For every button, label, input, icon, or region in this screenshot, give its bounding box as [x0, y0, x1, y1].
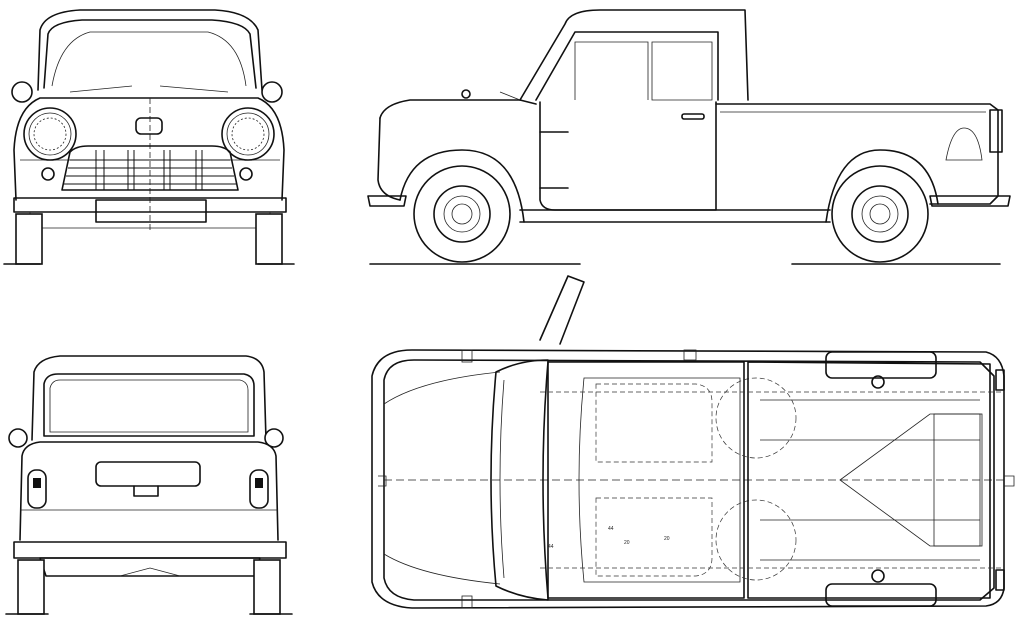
grille — [61, 145, 239, 191]
top-tail-lamp-left — [995, 569, 1005, 591]
rear-mirror-left — [8, 428, 28, 448]
side-view — [367, 9, 1011, 265]
top-label-3: 20 — [624, 540, 630, 546]
rear-window — [43, 373, 255, 437]
rear-wheel-left — [17, 559, 45, 615]
mirror-left — [11, 81, 33, 103]
side-mirror — [461, 89, 471, 99]
side-front-wheel — [413, 165, 511, 263]
rear-view — [5, 355, 293, 615]
rear-light-left — [27, 469, 47, 509]
headlight-right — [221, 107, 275, 161]
rear-light-right — [249, 469, 269, 509]
headlight-left — [23, 107, 77, 161]
front-bumper — [13, 197, 287, 213]
rear-mirror-right — [264, 428, 284, 448]
side-rear-wheel — [831, 165, 929, 263]
side-lamp-left — [41, 167, 55, 181]
side-rear-bumper — [929, 195, 1011, 207]
top-tail-lamp-right — [995, 369, 1005, 391]
tailgate-plate — [95, 461, 201, 487]
top-view: 44 44 20 20 — [371, 275, 1015, 609]
rear-wheel-right — [253, 559, 281, 615]
top-pickup-bed — [747, 361, 991, 599]
top-cab-roof — [542, 361, 745, 599]
number-plate — [95, 199, 207, 223]
top-wheel-arch-left-rear — [825, 583, 937, 607]
top-label-1: 44 — [548, 544, 554, 550]
top-wheel-arch-right-rear — [825, 351, 937, 379]
side-front-bumper — [367, 195, 407, 207]
mirror-right — [261, 81, 283, 103]
side-lamp-right — [239, 167, 253, 181]
badge — [135, 117, 163, 135]
front-wheel-left — [15, 213, 43, 265]
top-windscreen — [490, 359, 549, 601]
front-wheel-right — [255, 213, 283, 265]
top-label-4: 20 — [664, 536, 670, 542]
front-view — [3, 9, 295, 265]
top-label-2: 44 — [608, 526, 614, 532]
rear-bumper — [13, 541, 287, 559]
tail-light-side — [989, 109, 1003, 153]
door-handle — [681, 113, 705, 120]
